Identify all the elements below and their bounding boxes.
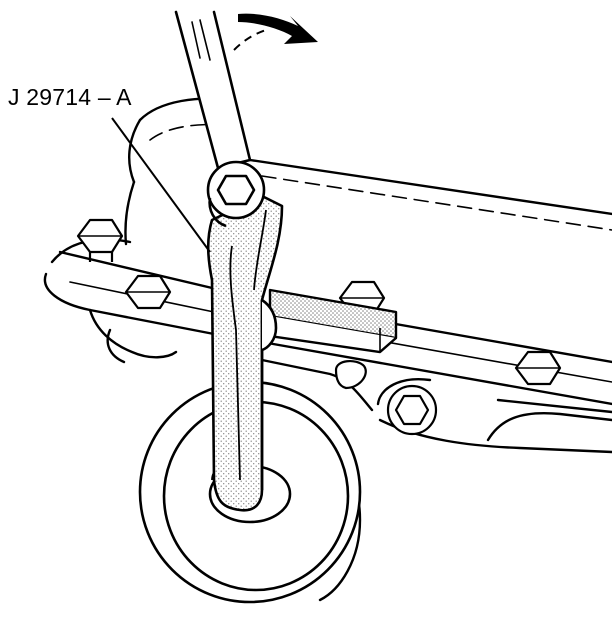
bolt-left bbox=[76, 218, 124, 262]
bolt-lower-left bbox=[334, 360, 367, 390]
callout-leader bbox=[111, 117, 211, 253]
rotation-arrow bbox=[233, 13, 318, 51]
bolt-mid-left bbox=[124, 274, 172, 310]
bolt-right bbox=[514, 350, 562, 386]
flange-bolts bbox=[76, 218, 562, 436]
bolt-lower bbox=[386, 384, 438, 436]
socket-head bbox=[206, 160, 266, 228]
breaker-bar bbox=[174, 10, 252, 170]
holding-tool-arm bbox=[206, 194, 284, 512]
callout-leader-2 bbox=[152, 86, 184, 100]
tool-callout-label: J 29714 – A bbox=[8, 84, 132, 110]
